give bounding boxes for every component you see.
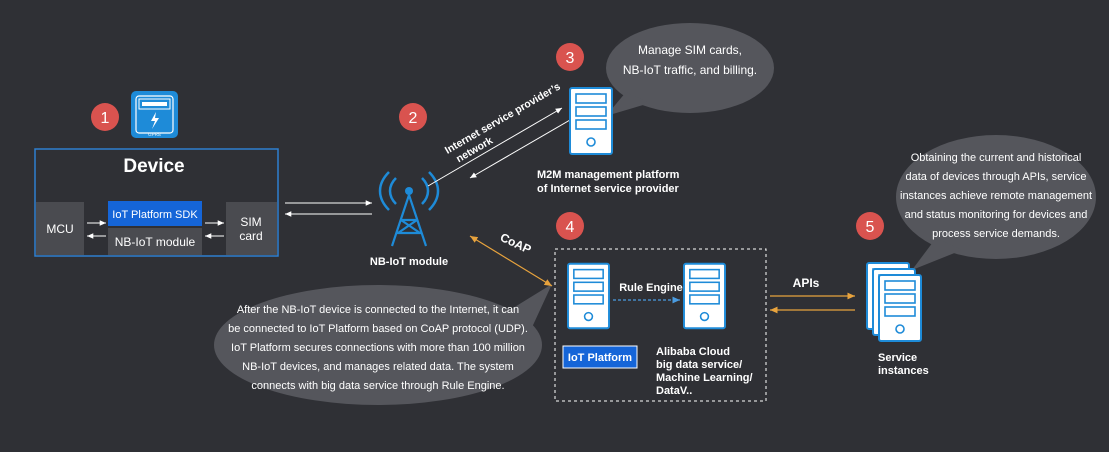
cloud-platform-box: Rule Engine IoT Platform Alibaba Cloud b… [554,248,767,402]
sim-card-block [226,202,277,255]
device-box: Device MCU IoT Platform SDK NB-IoT modul… [34,148,279,257]
sdk-label: IoT Platform SDK [112,209,198,221]
iot-platform-tag [562,345,638,369]
sim-bubble-line-2: NB-IoT traffic, and billing. [623,63,757,77]
sdk-block [108,201,202,226]
module-block [108,228,202,255]
svg-text:1: 1 [101,110,110,127]
iot-bubble-line-1: After the NB-IoT device is connected to … [237,304,519,316]
m2m-label-line-1: M2M management platform [537,169,680,181]
iot-bubble-line-2: be connected to IoT Platform based on Co… [228,323,528,335]
sim-label-line-1: SIM [240,215,261,229]
iot-platform-bubble: After the NB-IoT device is connected to … [214,284,552,405]
step-1-badge: 1 [91,103,119,131]
service-label-line-2: instances [878,365,929,377]
iot-bubble-line-4: NB-IoT devices, and manages related data… [242,361,514,373]
alibaba-label-line-3: Machine Learning/ [656,372,753,384]
coap-arrow [469,235,553,287]
svg-text:4: 4 [566,219,575,236]
service-bubble-line-2: data of devices through APIs, service [906,171,1087,183]
sim-bubble-line-1: Manage SIM cards, [638,43,742,57]
sim-chip-text: GPRS [148,132,161,137]
mcu-block [36,202,84,255]
tower-label: NB-IoT module [370,256,448,268]
sim-chip-icon: GPRS [131,91,178,138]
iot-bubble-line-5: connects with big data service through R… [251,380,504,392]
iot-bubble-line-3: IoT Platform secures connections with mo… [231,342,525,354]
service-bubble: Obtaining the current and historical dat… [896,135,1096,270]
apis-label: APIs [793,276,820,290]
module-label: NB-IoT module [115,235,196,249]
mcu-label: MCU [46,222,73,236]
step-2-badge: 2 [399,103,427,131]
m2m-to-tower-arrow [469,119,571,179]
step-3-badge: 3 [556,43,584,71]
sim-label-line-2: card [239,229,262,243]
rule-engine-label: Rule Engine [619,282,683,294]
service-bubble-line-4: and status monitoring for devices and [905,209,1088,221]
service-bubble-line-3: instances achieve remote management [900,190,1092,202]
tower-to-m2m-arrow [427,107,563,187]
step-4-badge: 4 [556,212,584,240]
iot-platform-server-icon [567,262,610,330]
service-bubble-line-5: process service demands. [932,228,1060,240]
cell-tower-icon [378,171,440,247]
coap-label: CoAP [498,230,534,256]
isp-network-label: Internet service provider’s network [443,81,563,166]
svg-text:2: 2 [409,110,418,127]
alibaba-label-line-1: Alibaba Cloud [656,346,730,358]
sim-management-bubble: Manage SIM cards, NB-IoT traffic, and bi… [606,23,774,116]
device-title: Device [123,156,184,177]
alibaba-label-line-4: DataV.. [656,385,692,397]
service-label-line-1: Service [878,352,917,364]
alibaba-label-line-2: big data service/ [656,359,742,371]
big-data-server-icon [683,262,726,330]
service-instances-icon [866,262,922,342]
iot-platform-label: IoT Platform [568,352,632,364]
service-bubble-line-1: Obtaining the current and historical [911,152,1082,164]
svg-text:5: 5 [866,219,875,236]
m2m-server-icon [569,87,613,155]
step-5-badge: 5 [856,212,884,240]
svg-text:3: 3 [566,50,575,67]
m2m-label-line-2: of Internet service provider [537,183,680,195]
